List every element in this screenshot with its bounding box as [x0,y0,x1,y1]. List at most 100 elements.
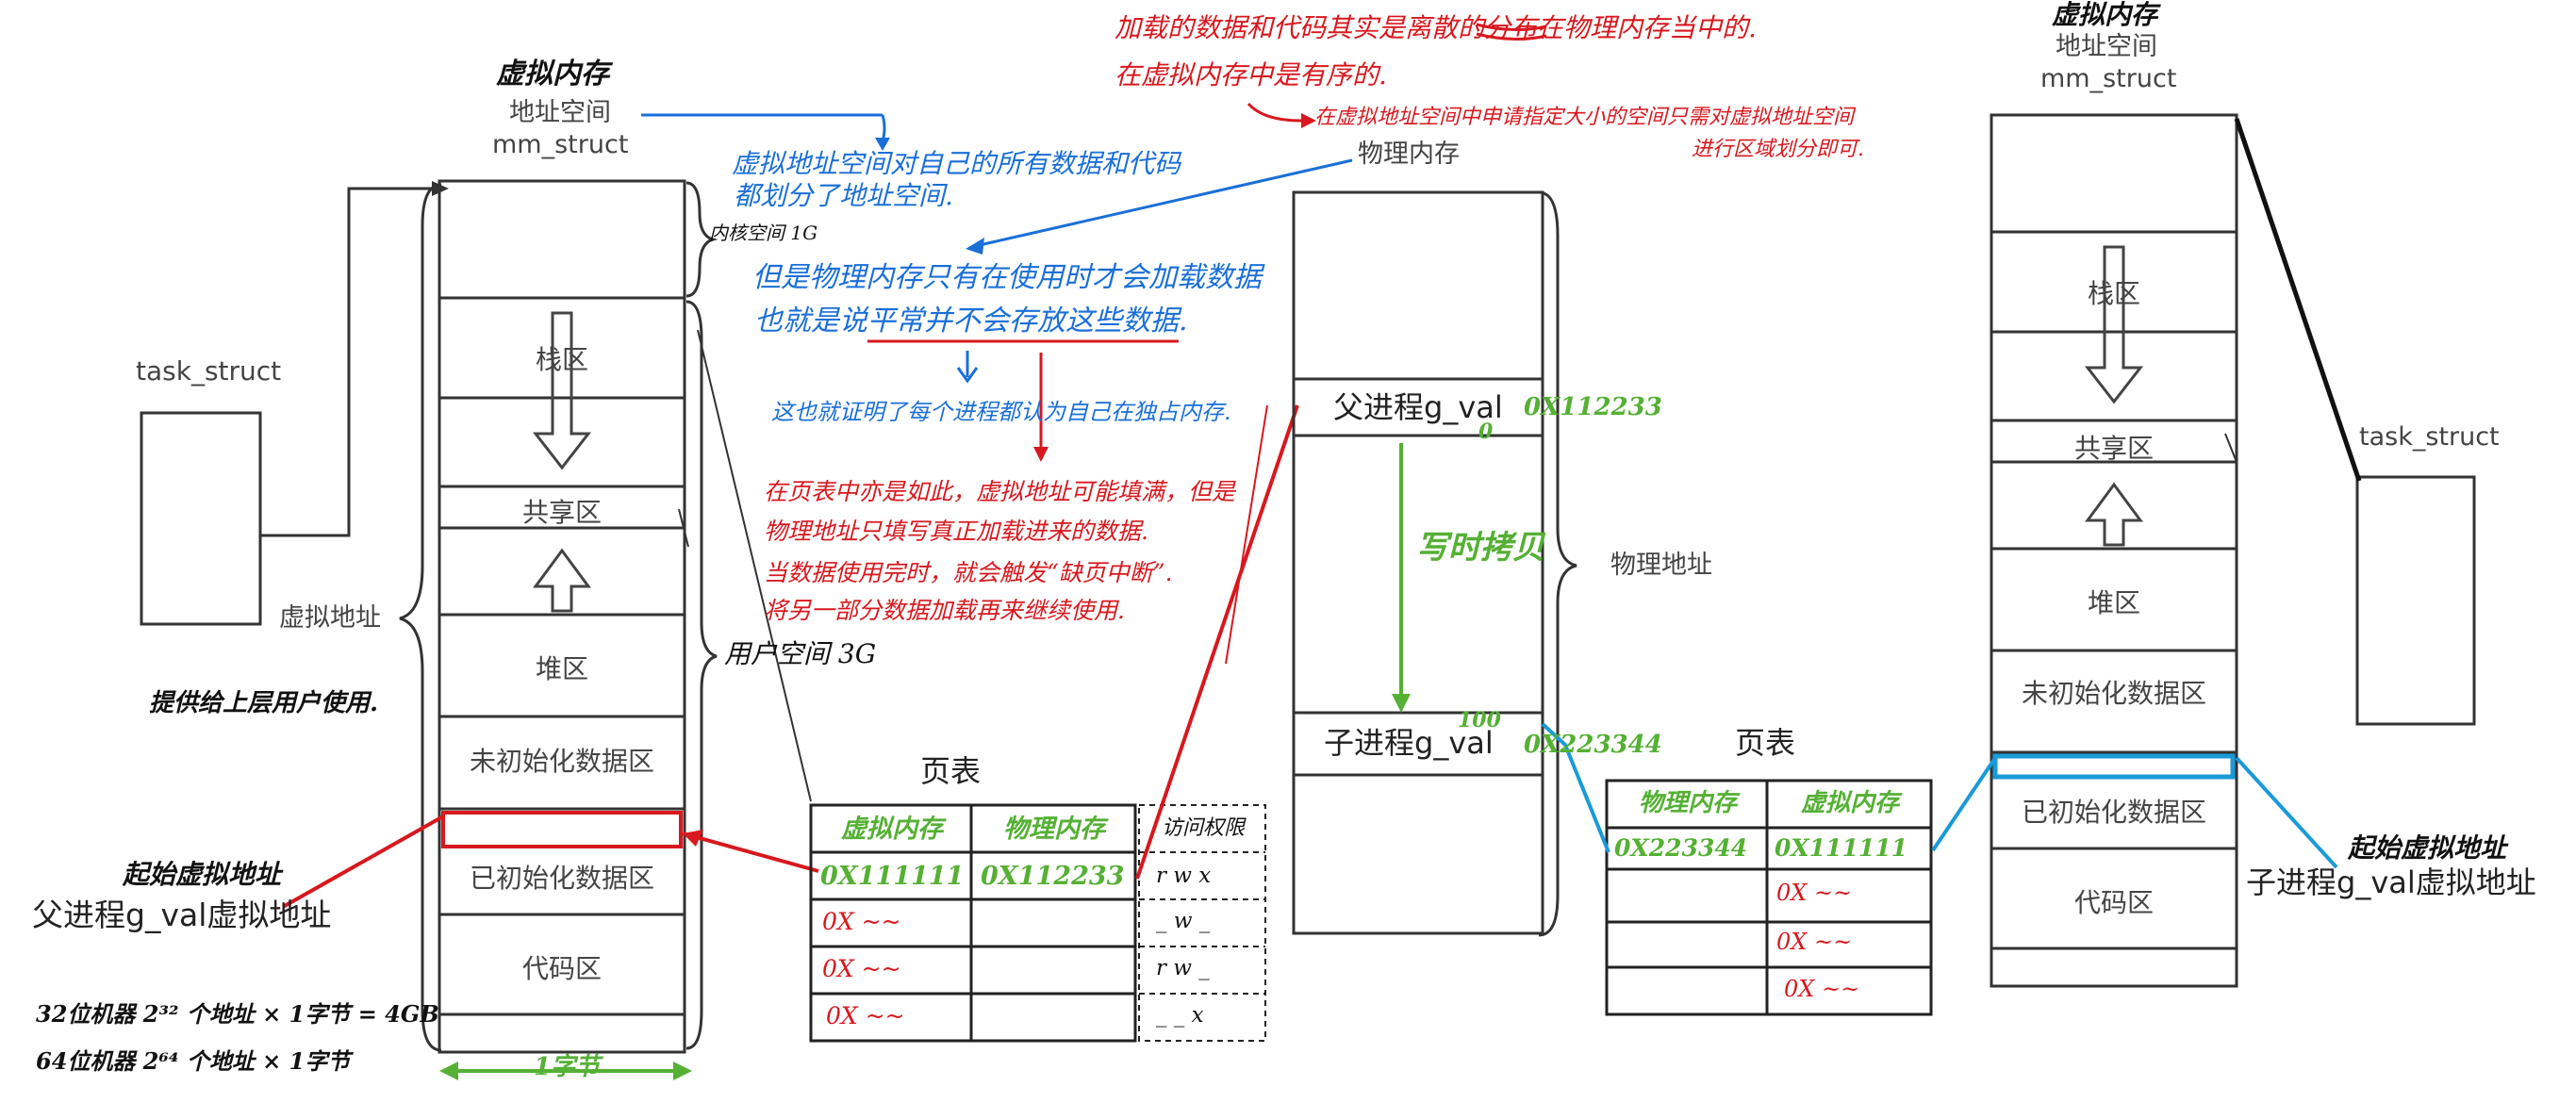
right-table-row3-virtual: 0X ~~ [1776,929,1853,955]
blue-note-3: 但是物理内存只有在使用时才会加载数据 [752,261,1262,294]
table-to-physical-thin-line [1225,404,1268,665]
blue-note-2: 都划分了地址空间. [734,180,953,211]
red-note-3: 当数据使用完时，就会触发“缺页中断”. [764,559,1173,586]
right-segment-data: 已初始化数据区 [2021,797,2206,828]
copy-on-write-label: 写时拷贝 [1416,529,1544,567]
top-note-2: 在虚拟内存中是有序的. [1115,59,1387,91]
physical-to-right-table-line [1541,722,1610,853]
blue-physical-arrowhead [966,238,984,255]
right-start-address-label: 起始虚拟地址 [2348,832,2507,864]
blue-note-1: 虚拟地址空间对自己的所有数据和代码 [732,148,1181,179]
right-segment-shared: 共享区 [2073,433,2154,464]
right-table-row1-virtual: 0X111111 [1775,834,1908,862]
left-header-hand: 虚拟内存 [496,58,609,91]
scatter-underline-1 [1476,23,1547,32]
left-start-address-line [282,815,444,909]
left-perm-column-grid [1138,804,1266,1042]
left-table-col-virtual: 虚拟内存 [841,815,943,844]
left-page-table-grid [809,803,1137,1043]
right-table-to-column-line [1931,756,1997,852]
right-table-col-physical: 物理内存 [1638,789,1737,817]
left-task-struct-box [140,411,262,626]
left-table-row3-perm: r w _ [1156,956,1210,980]
child-virtual-label: 子进程g_val虚拟地址 [2246,864,2536,900]
machine-64-note: 64位机器 2⁶⁴ 个地址 × 1字节 [36,1047,351,1075]
right-table-row1-physical: 0X223344 [1614,834,1748,862]
byte-left-arrowhead [439,1062,458,1080]
right-segment-stack: 栈区 [2087,278,2140,309]
physical-memory-column [1292,190,1544,935]
physical-address-label: 物理地址 [1610,551,1712,580]
left-table-row2-virtual: 0X ~~ [822,908,901,935]
left-task-struct-label: task_struct [136,355,282,387]
user-space-label: 用户空间 3G [724,638,877,669]
kernel-brace [685,181,718,298]
right-header-hand: 虚拟内存 [2052,0,2158,30]
right-table-row2-virtual: 0X ~~ [1776,880,1853,906]
left-table-row1-perm: r w x [1156,864,1212,888]
left-to-table-line-top [697,329,812,802]
left-start-address-label: 起始虚拟地址 [123,859,282,890]
physical-memory-title: 物理内存 [1358,140,1460,169]
red-note-2: 物理地址只填写真正加载进来的数据. [764,518,1148,545]
left-table-row2-perm: _ w _ [1156,909,1211,933]
left-header-mm-struct: mm_struct [492,130,629,159]
blue-down-arrowhead [956,367,979,384]
left-shared-tick [678,508,689,548]
blue-header-arrowhead [875,138,890,151]
right-page-table-grid [1605,779,1933,1016]
top-note-1: 加载的数据和代码其实是离散的分布在物理内存当中的. [1115,12,1757,43]
left-memory-column [438,179,686,1054]
virtual-address-label: 虚拟地址 [279,603,381,633]
left-highlight-row [441,811,683,848]
right-down-arrow-icon [2084,245,2144,404]
left-header-address-space: 地址空间 [509,98,611,127]
left-to-pagetable-red-line [682,831,819,873]
right-segment-bss: 未初始化数据区 [2021,678,2206,709]
right-page-table-title: 页表 [1735,725,1796,761]
left-table-col-perm: 访问权限 [1161,816,1245,840]
left-segment-bss: 未初始化数据区 [469,746,654,777]
left-table-row1-physical: 0X112233 [981,862,1125,891]
right-highlight-row [1992,753,2236,780]
left-red-arrowhead [683,830,703,847]
left-down-arrow-icon [532,311,592,470]
child-physical-address: 0X223344 [1524,731,1662,759]
right-up-arrow-icon [2085,482,2143,547]
left-table-row4-perm: _ _ x [1156,1003,1204,1028]
left-table-row3-virtual: 0X ~~ [822,955,901,982]
table-to-physical-red-line [1135,404,1299,880]
left-task-arrow [260,187,432,537]
right-header-mm-struct: mm_struct [2040,64,2177,93]
red-down-arrowhead [1033,447,1049,462]
left-table-col-physical: 物理内存 [1003,815,1105,844]
right-task-link-line [2234,118,2362,482]
blue-note-4: 也就是说平常并不会存放这些数据. [754,305,1188,337]
kernel-space-label: 内核空间 1G [709,222,818,244]
scatter-underline-2 [1476,32,1547,41]
right-segment-code: 代码区 [2073,887,2154,918]
top-note-4: 进行区域划分即可. [1692,138,1864,161]
byte-right-arrowhead [673,1062,692,1080]
provide-note: 提供给上层用户使用. [149,689,379,717]
user-brace [685,300,718,1050]
right-task-struct-label: task_struct [2359,422,2500,452]
red-note-4: 将另一部分数据加载再来继续使用. [764,597,1125,624]
top-note-arrowhead [1301,113,1316,128]
child-process-gval: 子进程g_val [1324,725,1494,761]
copy-on-write-arrowhead [1392,694,1411,713]
right-start-address-line [2235,756,2338,869]
parent-virtual-label: 父进程g_val虚拟地址 [32,897,332,933]
right-header-address-space: 地址空间 [2056,32,2157,61]
top-note-arrow [1247,102,1302,123]
blue-header-bend [881,114,886,142]
right-table-row4-virtual: 0X ~~ [1784,976,1860,1002]
red-note-1: 在页表中亦是如此，虚拟地址可能填满，但是 [764,478,1236,505]
parent-process-gval: 父进程g_val [1333,389,1503,425]
left-segment-data: 已初始化数据区 [469,863,654,894]
left-segment-heap: 堆区 [535,653,588,684]
left-segment-shared: 共享区 [521,497,602,528]
left-segment-dividers [439,296,685,1016]
parent-gval-value: 0 [1478,420,1494,444]
